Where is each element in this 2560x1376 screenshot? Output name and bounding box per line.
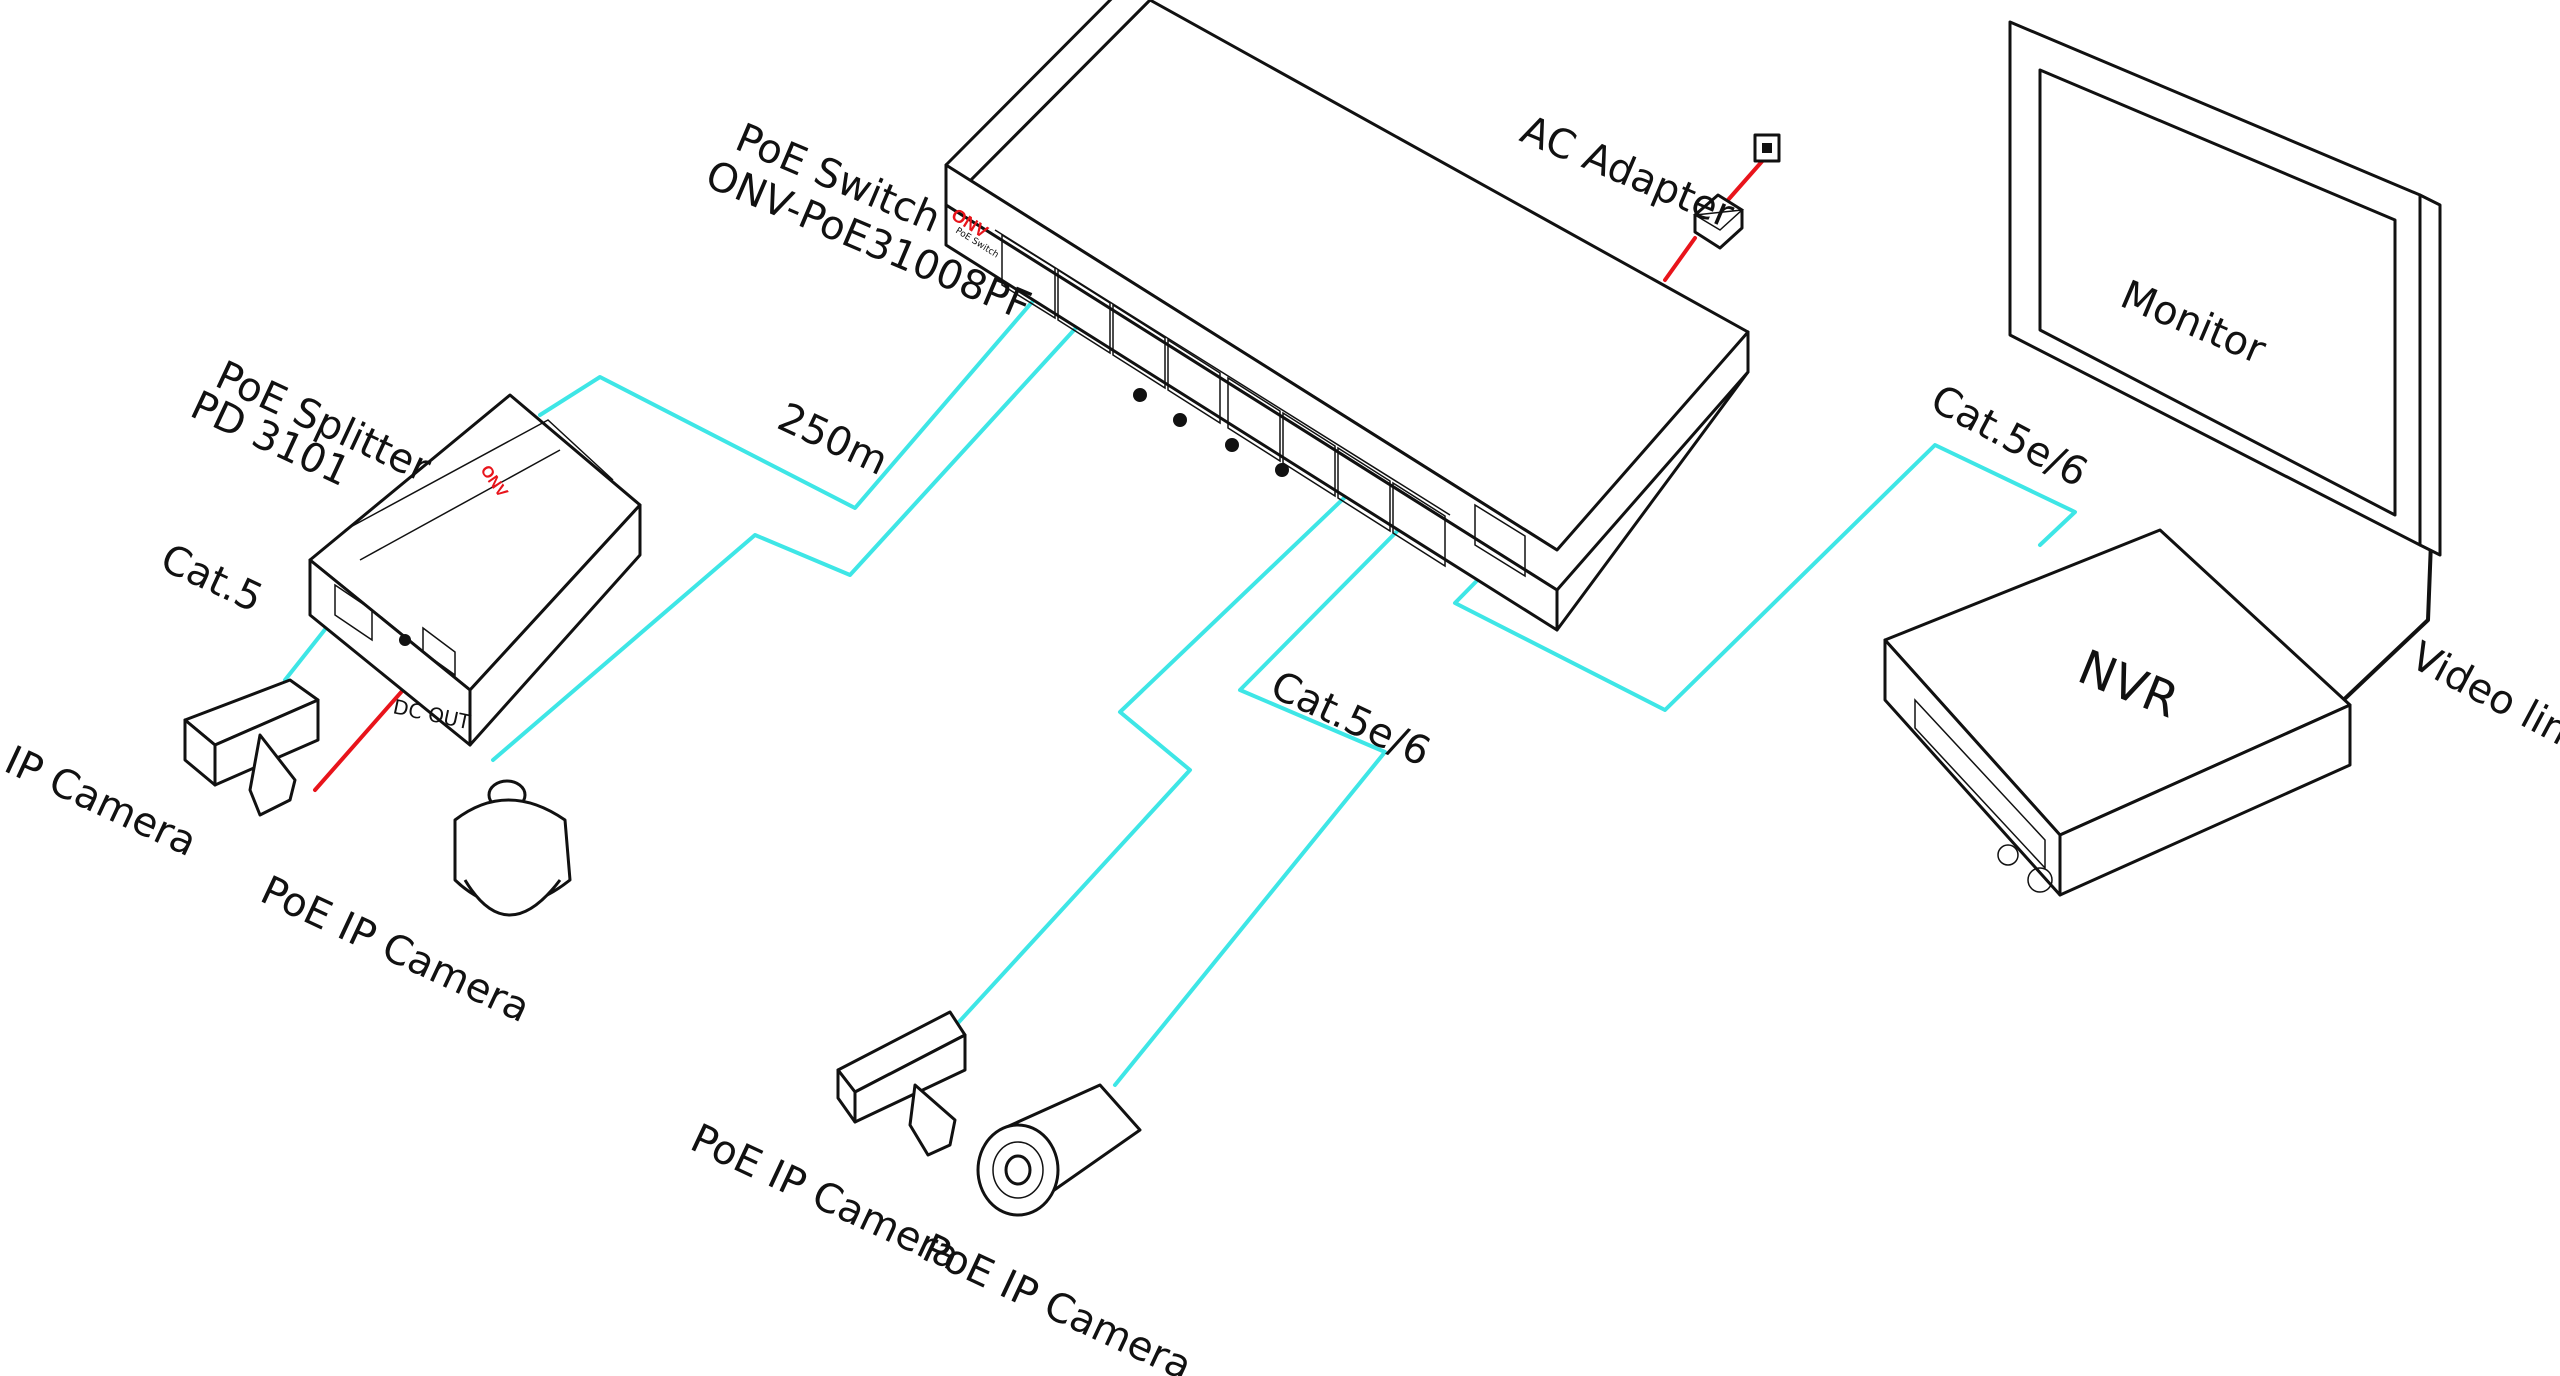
port-3[interactable] [1112, 303, 1166, 390]
label-ip-camera: IP Camera [0, 737, 204, 866]
label-distance: 250m [771, 394, 895, 484]
port-7[interactable] [1337, 446, 1391, 533]
ac-adapter [1692, 133, 1781, 250]
ip-camera [183, 678, 320, 817]
poe-switch: ONV PoE Switch [944, 0, 1750, 632]
label-video-line: Video line [2403, 633, 2560, 766]
cable-dome-to-switch [491, 316, 1087, 762]
nvr [1883, 528, 2352, 897]
cable-splitter-to-switch [538, 285, 1047, 510]
port-8[interactable] [1392, 481, 1446, 568]
poe-bullet-camera [976, 1083, 1142, 1217]
label-ac-adapter: AC Adapter [1514, 107, 1741, 238]
poe-splitter: ONV [308, 393, 642, 747]
port-4[interactable] [1167, 338, 1221, 425]
poe-box-camera [836, 1010, 967, 1157]
label-cat5e6-cams: Cat.5e/6 [1264, 662, 1437, 775]
cable-ac-wall [1726, 156, 1767, 202]
port-indicator-dots [1133, 388, 1289, 477]
cable-bullet-to-switch [1113, 498, 1430, 1087]
port-5[interactable] [1227, 376, 1281, 463]
cable-switch-to-nvr [1453, 443, 2077, 712]
splitter-port-in[interactable] [334, 583, 373, 642]
poe-dome-camera [453, 779, 572, 917]
port-uplink[interactable] [1474, 503, 1526, 578]
label-cat5: Cat.5 [154, 535, 270, 622]
port-6[interactable] [1282, 411, 1336, 498]
cable-boxcam-to-switch [956, 476, 1367, 1025]
cable-ac-power [1663, 236, 1697, 282]
splitter-dc-out[interactable] [422, 626, 456, 677]
label-poe-ip-camera-bullet: PoE IP Camera [916, 1225, 1199, 1376]
monitor [2008, 20, 2442, 557]
